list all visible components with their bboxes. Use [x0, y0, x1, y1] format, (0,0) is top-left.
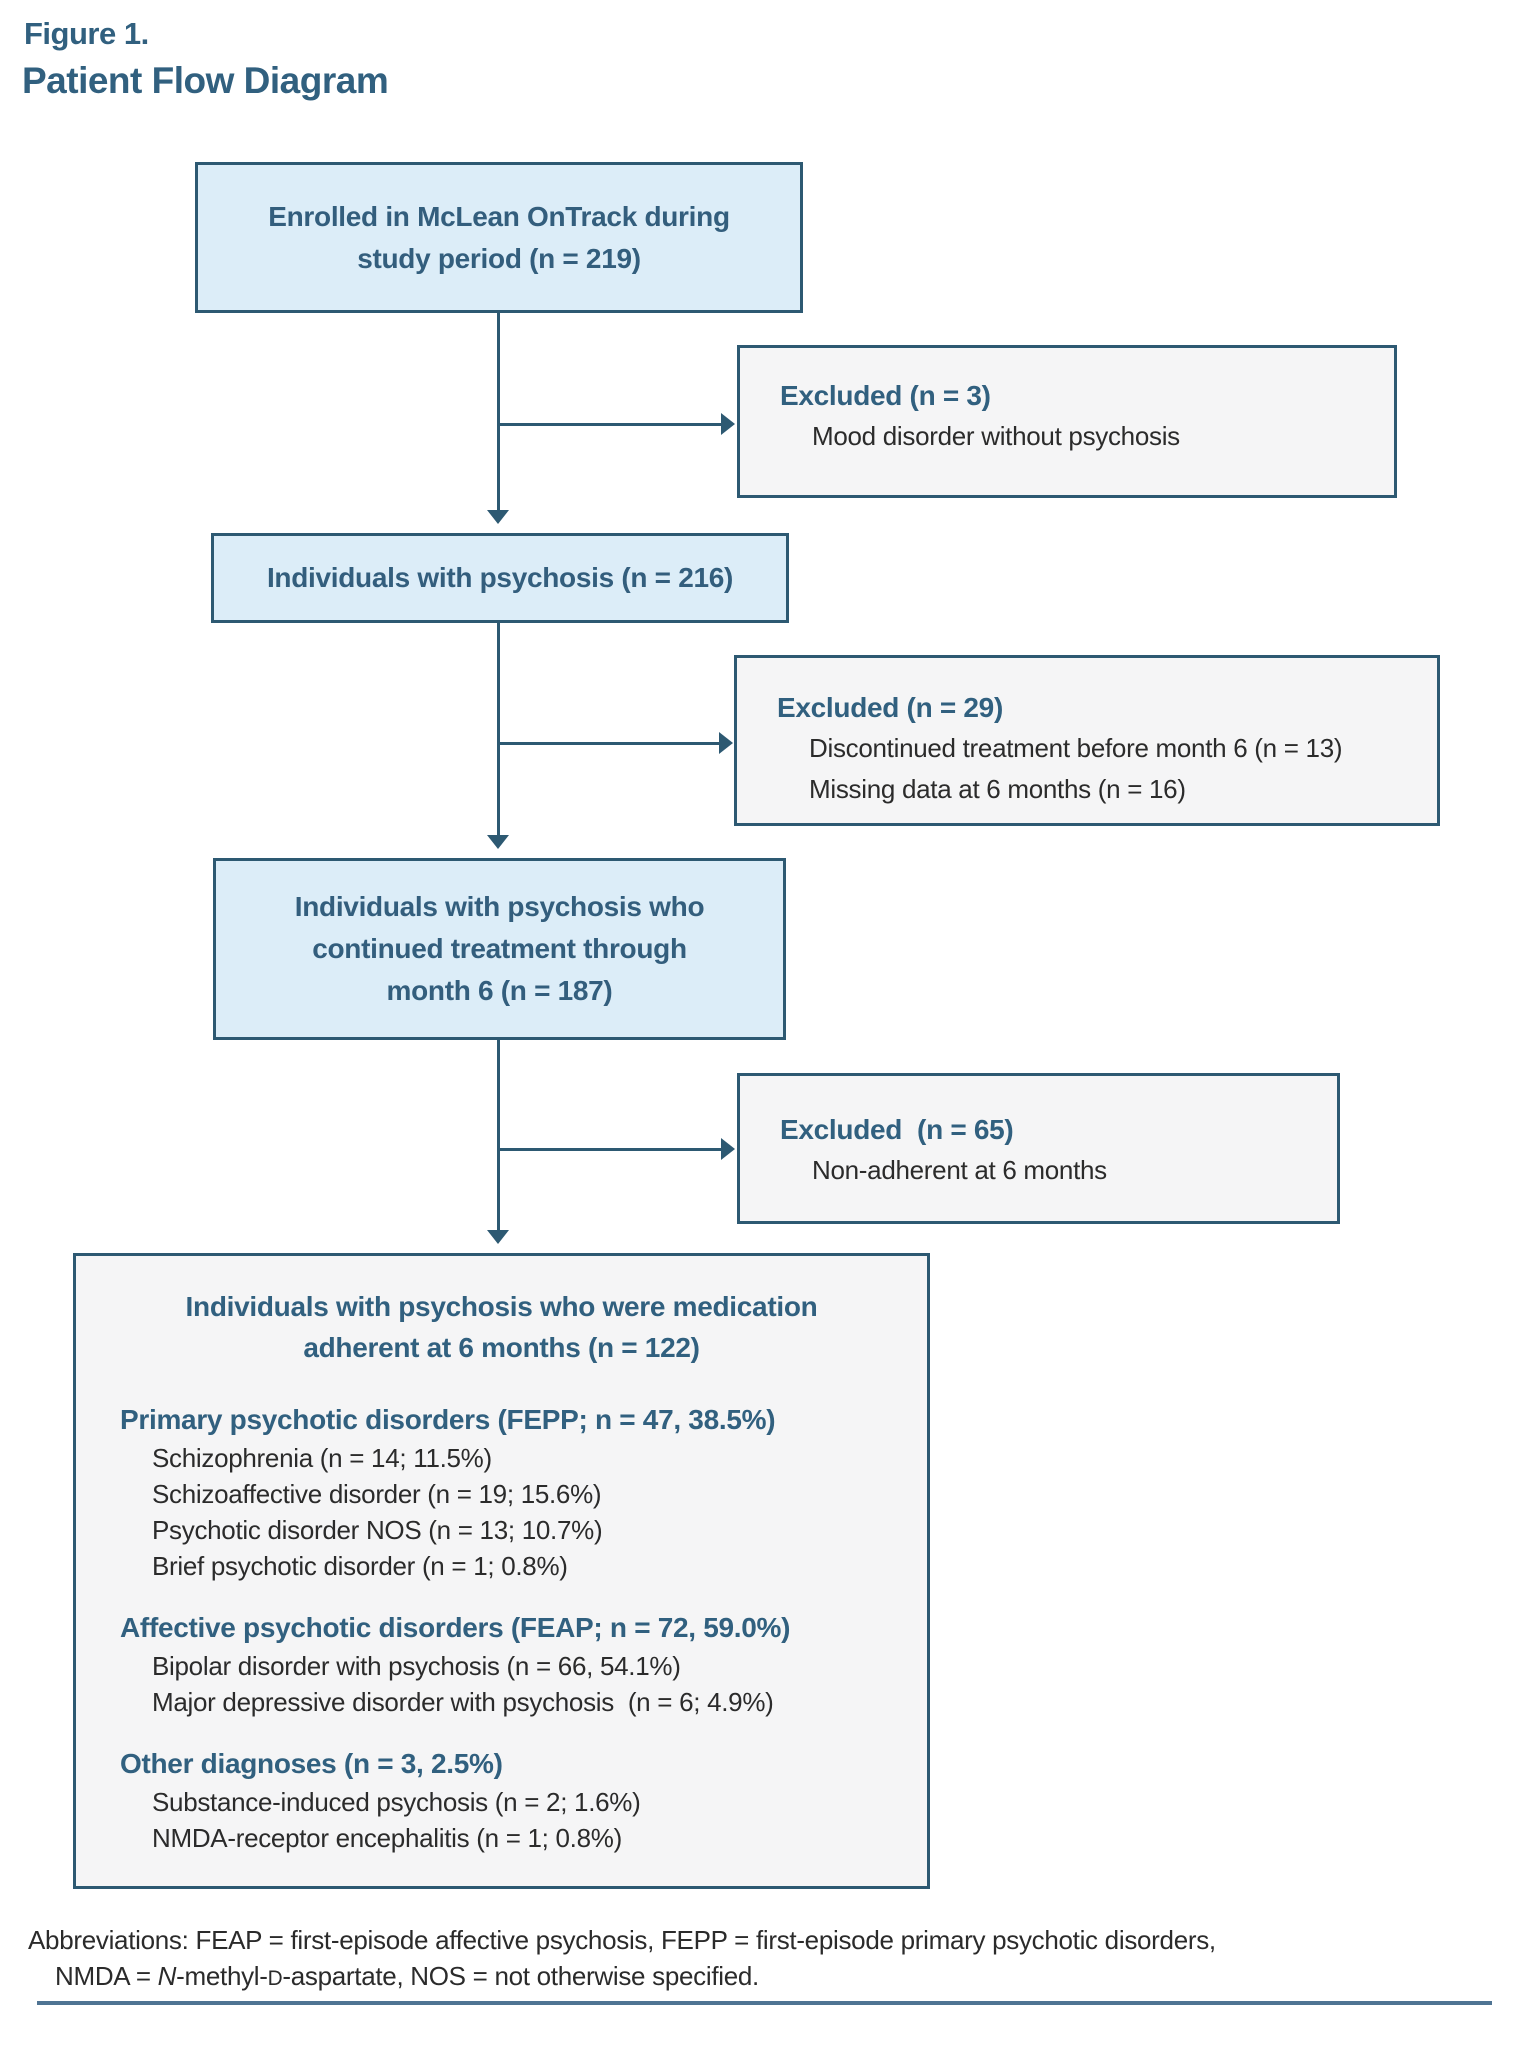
flow-box-adherent-title: Individuals with psychosis who were medi…	[185, 1291, 818, 1363]
arrow-down-icon	[487, 510, 509, 524]
excluded-box-3: Excluded (n = 65) Non-adherent at 6 mont…	[737, 1073, 1340, 1224]
diagnosis-section-title: Other diagnoses (n = 3, 2.5%)	[120, 1748, 503, 1779]
flow-box-enrolled: Enrolled in McLean OnTrack during study …	[195, 162, 803, 313]
arrow-down-icon	[487, 1230, 509, 1244]
branch-line-3	[499, 1148, 721, 1151]
diagnosis-item: Schizophrenia (n = 14; 11.5%)	[152, 1443, 492, 1473]
connector-line-2	[497, 623, 500, 835]
excluded-box-1: Excluded (n = 3) Mood disorder without p…	[737, 345, 1397, 498]
flow-box-psychosis: Individuals with psychosis (n = 216)	[211, 533, 789, 623]
abbrev-mid: -methyl-	[176, 1961, 268, 1991]
branch-line-1	[499, 423, 721, 426]
abbrev-italic-n: N	[157, 1961, 177, 1991]
excluded-box-2-item: Missing data at 6 months (n = 16)	[809, 774, 1186, 804]
arrow-right-icon	[719, 732, 733, 754]
branch-line-2	[499, 742, 719, 745]
flow-box-enrolled-text: Enrolled in McLean OnTrack during study …	[268, 200, 730, 274]
excluded-box-2-title: Excluded (n = 29)	[777, 692, 1003, 723]
diagnosis-section-title: Affective psychotic disorders (FEAP; n =…	[120, 1612, 791, 1643]
bottom-divider-rule	[37, 2001, 1492, 2005]
abbreviations-line-1: Abbreviations: FEAP = first-episode affe…	[28, 1925, 1216, 1955]
excluded-box-2: Excluded (n = 29) Discontinued treatment…	[734, 655, 1440, 826]
diagnosis-section-primary: Primary psychotic disorders (FEPP; n = 4…	[106, 1400, 897, 1584]
diagnosis-item: Bipolar disorder with psychosis (n = 66,…	[152, 1651, 681, 1681]
diagnosis-item: Substance-induced psychosis (n = 2; 1.6%…	[152, 1787, 641, 1817]
connector-line-1	[497, 313, 500, 510]
figure-number-label: Figure 1.	[24, 16, 149, 51]
abbrev-post: -aspartate, NOS = not otherwise specifie…	[282, 1961, 759, 1991]
excluded-box-3-item: Non-adherent at 6 months	[812, 1155, 1107, 1185]
abbreviations-line-2: NMDA = N-methyl-D-aspartate, NOS = not o…	[28, 1958, 1508, 1997]
arrow-right-icon	[721, 413, 735, 435]
arrow-right-icon	[721, 1138, 735, 1160]
arrow-down-icon	[487, 835, 509, 849]
diagnosis-item: NMDA-receptor encephalitis (n = 1; 0.8%)	[152, 1823, 622, 1853]
abbrev-smallcap-d: D	[267, 1967, 283, 1990]
abbreviations-footnote: Abbreviations: FEAP = first-episode affe…	[28, 1922, 1508, 1997]
diagnosis-section-title: Primary psychotic disorders (FEPP; n = 4…	[120, 1404, 776, 1435]
diagnosis-section-other: Other diagnoses (n = 3, 2.5%) Substance-…	[106, 1744, 897, 1856]
flow-box-psychosis-text: Individuals with psychosis (n = 216)	[266, 562, 734, 593]
excluded-box-1-item: Mood disorder without psychosis	[812, 421, 1180, 451]
figure-title: Patient Flow Diagram	[22, 60, 389, 101]
diagnosis-section-affective: Affective psychotic disorders (FEAP; n =…	[106, 1608, 897, 1720]
excluded-box-3-title: Excluded (n = 65)	[780, 1114, 1014, 1145]
diagnosis-item: Psychotic disorder NOS (n = 13; 10.7%)	[152, 1515, 603, 1545]
abbrev-nmda-pre: NMDA =	[55, 1961, 158, 1991]
flow-box-adherent: Individuals with psychosis who were medi…	[73, 1253, 930, 1889]
excluded-box-1-title: Excluded (n = 3)	[780, 380, 991, 411]
diagnosis-item: Brief psychotic disorder (n = 1; 0.8%)	[152, 1551, 568, 1581]
flow-box-continued-text: Individuals with psychosis who continued…	[294, 891, 705, 1006]
flow-box-continued: Individuals with psychosis who continued…	[213, 858, 786, 1040]
excluded-box-2-item: Discontinued treatment before month 6 (n…	[809, 733, 1343, 763]
diagnosis-item: Major depressive disorder with psychosis…	[152, 1687, 774, 1717]
diagnosis-item: Schizoaffective disorder (n = 19; 15.6%)	[152, 1479, 602, 1509]
connector-line-3	[497, 1040, 500, 1230]
